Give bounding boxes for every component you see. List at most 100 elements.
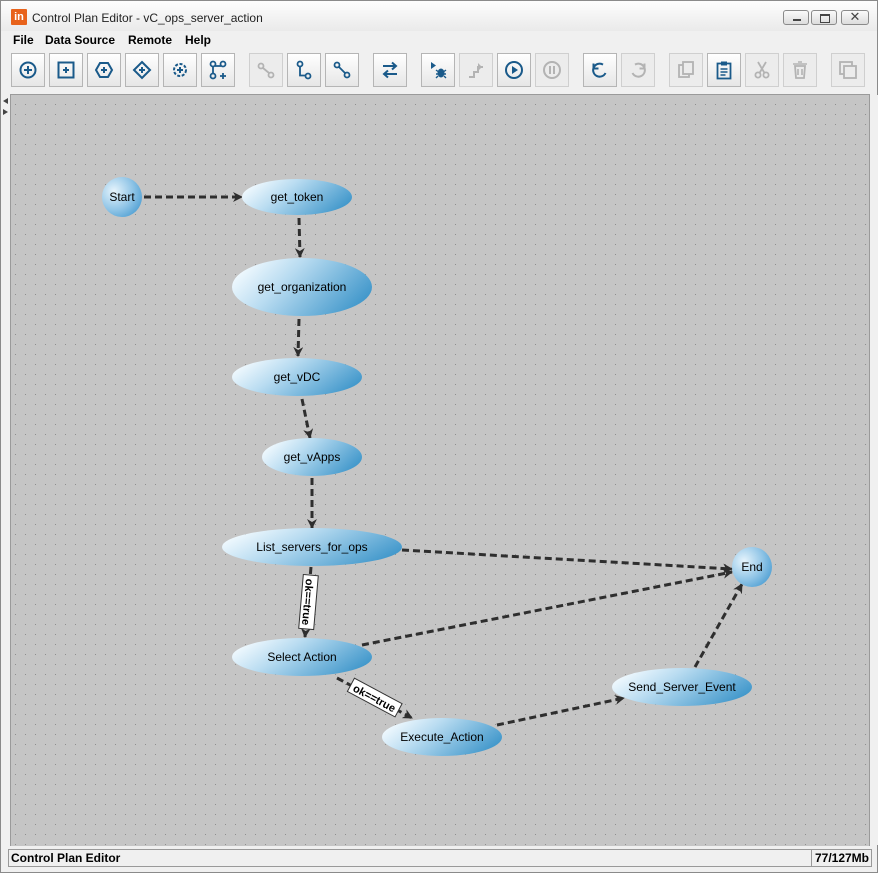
task-node-shape [382, 718, 502, 756]
node-select-action[interactable]: Select Action [232, 638, 372, 676]
menu-help[interactable]: Help [185, 33, 212, 47]
task-node-shape [232, 258, 372, 316]
add-gear-node-button[interactable] [163, 53, 197, 87]
redo-icon [631, 62, 646, 78]
node-label: Execute_Action [400, 730, 483, 744]
copy-button[interactable] [669, 53, 703, 87]
app-logo-icon: in [11, 9, 27, 25]
title-bar[interactable]: in Control Plan Editor - vC_ops_server_a… [1, 1, 877, 31]
add-task-button[interactable] [49, 53, 83, 87]
window-icon [839, 61, 857, 79]
maximize-button[interactable] [811, 10, 837, 25]
task-node-shape [232, 358, 362, 396]
pause-icon [543, 61, 561, 79]
add-branch-button[interactable] [201, 53, 235, 87]
step-button[interactable] [459, 53, 493, 87]
node-label: get_organization [258, 280, 347, 294]
node-get-vdc[interactable]: get_vDC [232, 358, 362, 396]
node-get-token[interactable]: get_token [242, 179, 352, 215]
task-node-shape [232, 638, 372, 676]
edge-get_token-to-get_organization[interactable] [294, 217, 305, 258]
add-branch-icon [209, 60, 227, 80]
connect-diagonal-button[interactable] [325, 53, 359, 87]
node-label: get_token [271, 190, 324, 204]
edge-get_organization-to-get_vdc[interactable] [293, 318, 304, 357]
node-end[interactable]: End [732, 547, 772, 587]
connect-diagonal-icon [333, 61, 351, 79]
node-label: get_vDC [274, 370, 321, 384]
edge-list_servers-to-end[interactable] [401, 548, 733, 574]
task-node-shape [242, 179, 352, 215]
edge-send_event-to-end[interactable] [693, 583, 744, 668]
menu-remote[interactable]: Remote [128, 33, 173, 47]
connect-down-icon [296, 60, 312, 80]
add-decision-icon [132, 60, 152, 80]
node-execute-action[interactable]: Execute_Action [382, 718, 502, 756]
run-icon [505, 61, 523, 79]
node-start[interactable]: Start [102, 177, 142, 217]
close-button[interactable]: ✕ [841, 9, 869, 25]
node-list-servers[interactable]: List_servers_for_ops [222, 528, 402, 566]
node-get-vapps[interactable]: get_vApps [262, 438, 362, 476]
task-node-shape [612, 668, 752, 706]
add-start-icon [19, 61, 37, 79]
terminal-node-shape [102, 177, 142, 217]
right-edge-strip [868, 95, 878, 845]
edge-label-text: ok==true [299, 578, 315, 625]
edge-label-box [346, 677, 403, 718]
connect-down-button[interactable] [287, 53, 321, 87]
debug-button[interactable] [421, 53, 455, 87]
swap-icon [382, 61, 398, 79]
swap-button[interactable] [373, 53, 407, 87]
step-icon [469, 63, 483, 78]
edge-get_vdc-to-get_vapps[interactable] [300, 398, 314, 439]
menu-file[interactable]: File [13, 33, 34, 47]
undo-button[interactable] [583, 53, 617, 87]
edge-select_action-to-end[interactable] [361, 568, 733, 647]
status-bar: Control Plan Editor 77/127Mb [1, 846, 877, 870]
add-hexagon-node-icon [94, 62, 114, 78]
add-decision-button[interactable] [125, 53, 159, 87]
node-label: Start [109, 190, 135, 204]
task-node-shape [222, 528, 402, 566]
side-collapse-strip [1, 95, 10, 845]
edge-condition-label[interactable]: ok==true [298, 573, 319, 631]
add-start-button[interactable] [11, 53, 45, 87]
run-button[interactable] [497, 53, 531, 87]
pause-button[interactable] [535, 53, 569, 87]
undo-icon [592, 62, 607, 78]
node-get-organization[interactable]: get_organization [232, 258, 372, 316]
node-label: Send_Server_Event [628, 680, 736, 694]
memory-indicator: 77/127Mb [811, 849, 872, 867]
menu-data-source[interactable]: Data Source [45, 33, 116, 47]
node-label: Select Action [267, 650, 336, 664]
toolbar [1, 50, 877, 94]
node-label: List_servers_for_ops [256, 540, 367, 554]
paste-icon [716, 61, 732, 80]
copy-icon [678, 61, 694, 78]
node-send-event[interactable]: Send_Server_Event [612, 668, 752, 706]
window-button[interactable] [831, 53, 865, 87]
cut-button[interactable] [745, 53, 779, 87]
node-label: End [741, 560, 762, 574]
add-hexagon-node-button[interactable] [87, 53, 121, 87]
window-title: Control Plan Editor - vC_ops_server_acti… [32, 11, 263, 25]
status-text: Control Plan Editor [8, 849, 812, 867]
collapse-left-icon[interactable] [3, 98, 8, 104]
delete-icon [793, 61, 807, 79]
link-button[interactable] [249, 53, 283, 87]
edge-select_action-to-execute_action[interactable] [336, 676, 413, 720]
task-node-shape [262, 438, 362, 476]
minimize-button[interactable] [783, 10, 809, 25]
delete-button[interactable] [783, 53, 817, 87]
add-gear-node-icon [173, 63, 187, 77]
redo-button[interactable] [621, 53, 655, 87]
close-icon: ✕ [849, 9, 861, 24]
menu-bar: File Data Source Remote Help [1, 31, 877, 50]
link-icon [257, 62, 275, 79]
expand-right-icon[interactable] [3, 109, 8, 115]
paste-button[interactable] [707, 53, 741, 87]
